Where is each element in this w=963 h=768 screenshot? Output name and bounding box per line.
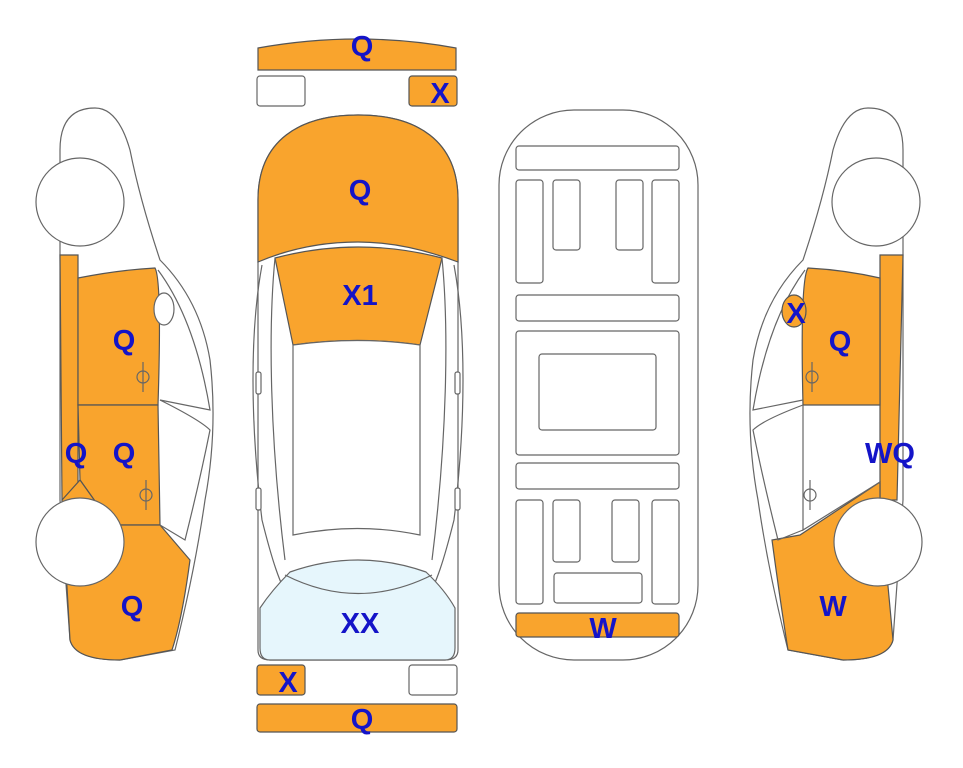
underbody-seat-5 [515, 499, 544, 605]
top-right-handle-stub [454, 487, 461, 511]
underbody-bottom-box [553, 572, 643, 604]
left-front-wheel [35, 157, 125, 247]
trunk-strip-label: W [589, 613, 617, 645]
left-front-door-panel[interactable] [77, 267, 161, 406]
underbody-seat-2 [552, 179, 581, 251]
left-mirror [153, 292, 175, 326]
trunk-strip-panel[interactable] [515, 612, 680, 638]
roof-panel [292, 339, 421, 536]
left-window-line [157, 269, 211, 411]
right-front-wheel [831, 157, 921, 247]
top-left-mirror-stub [255, 371, 262, 395]
top-left-side-line [252, 264, 291, 601]
top-left-inner-line [270, 257, 286, 561]
left-rear-wheel [35, 497, 125, 587]
right-door-line [802, 405, 881, 532]
left-sill-label: Q [65, 438, 88, 470]
right-rear-quarter-label: W [819, 591, 847, 623]
underbody-seat-4 [651, 179, 680, 284]
rear-window-label: XX [341, 608, 380, 640]
rear-bumper-panel[interactable] [256, 703, 458, 733]
underbody-view: W [498, 109, 699, 661]
hood-label: Q [349, 175, 372, 207]
right-front-handle [805, 362, 819, 392]
right-front-door-label: Q [829, 326, 852, 358]
underbody-top-bar [515, 145, 680, 171]
underbody-seat-1 [515, 179, 544, 284]
front-bumper-panel[interactable] [257, 38, 457, 71]
underbody-seat-8 [651, 499, 680, 605]
left-rear-door-label: Q [113, 438, 136, 470]
underbody-mid-bar-2 [515, 462, 680, 490]
right-window-line [752, 269, 806, 411]
left-rear-glass-line [159, 399, 211, 541]
rear-bumper-label: Q [351, 704, 374, 736]
underbody-mid-bar-1 [515, 294, 680, 322]
top-right-side-line [425, 264, 464, 601]
right-rear-glass-line [752, 404, 804, 541]
front-right-small-part[interactable] [256, 75, 306, 107]
hood-panel[interactable] [257, 114, 459, 263]
underbody-middle-box [538, 353, 657, 431]
underbody-seat-6 [552, 499, 581, 563]
front-left-small-label: X [430, 78, 450, 110]
underbody-seat-7 [611, 499, 640, 563]
front-left-small-part[interactable] [408, 75, 458, 107]
top-view-car: Q X Q X1 XX X Q [252, 31, 464, 736]
top-left-handle-stub [255, 487, 262, 511]
right-front-door-panel[interactable] [801, 267, 881, 406]
left-rear-handle [139, 480, 153, 510]
right-sill-label: WQ [865, 438, 915, 470]
rear-left-small-label: X [278, 667, 298, 699]
left-front-handle [136, 362, 150, 392]
top-right-inner-line [431, 257, 447, 561]
right-mirror-panel[interactable] [781, 294, 807, 328]
left-side-view: Q Q Q Q [35, 107, 214, 661]
right-rear-handle [803, 480, 817, 510]
top-right-mirror-stub [454, 371, 461, 395]
right-mirror-label: X [786, 298, 806, 330]
underbody-seat-3 [615, 179, 644, 251]
rear-right-small-part[interactable] [408, 664, 458, 696]
rear-deck-line [284, 574, 433, 594]
windshield-label: X1 [342, 280, 377, 312]
front-bumper-label: Q [351, 31, 374, 63]
left-front-door-label: Q [113, 325, 136, 357]
right-rear-wheel [833, 497, 923, 587]
right-side-view: X Q WQ W [749, 107, 923, 661]
left-rear-quarter-label: Q [121, 591, 144, 623]
rear-left-small-part[interactable] [256, 664, 306, 696]
